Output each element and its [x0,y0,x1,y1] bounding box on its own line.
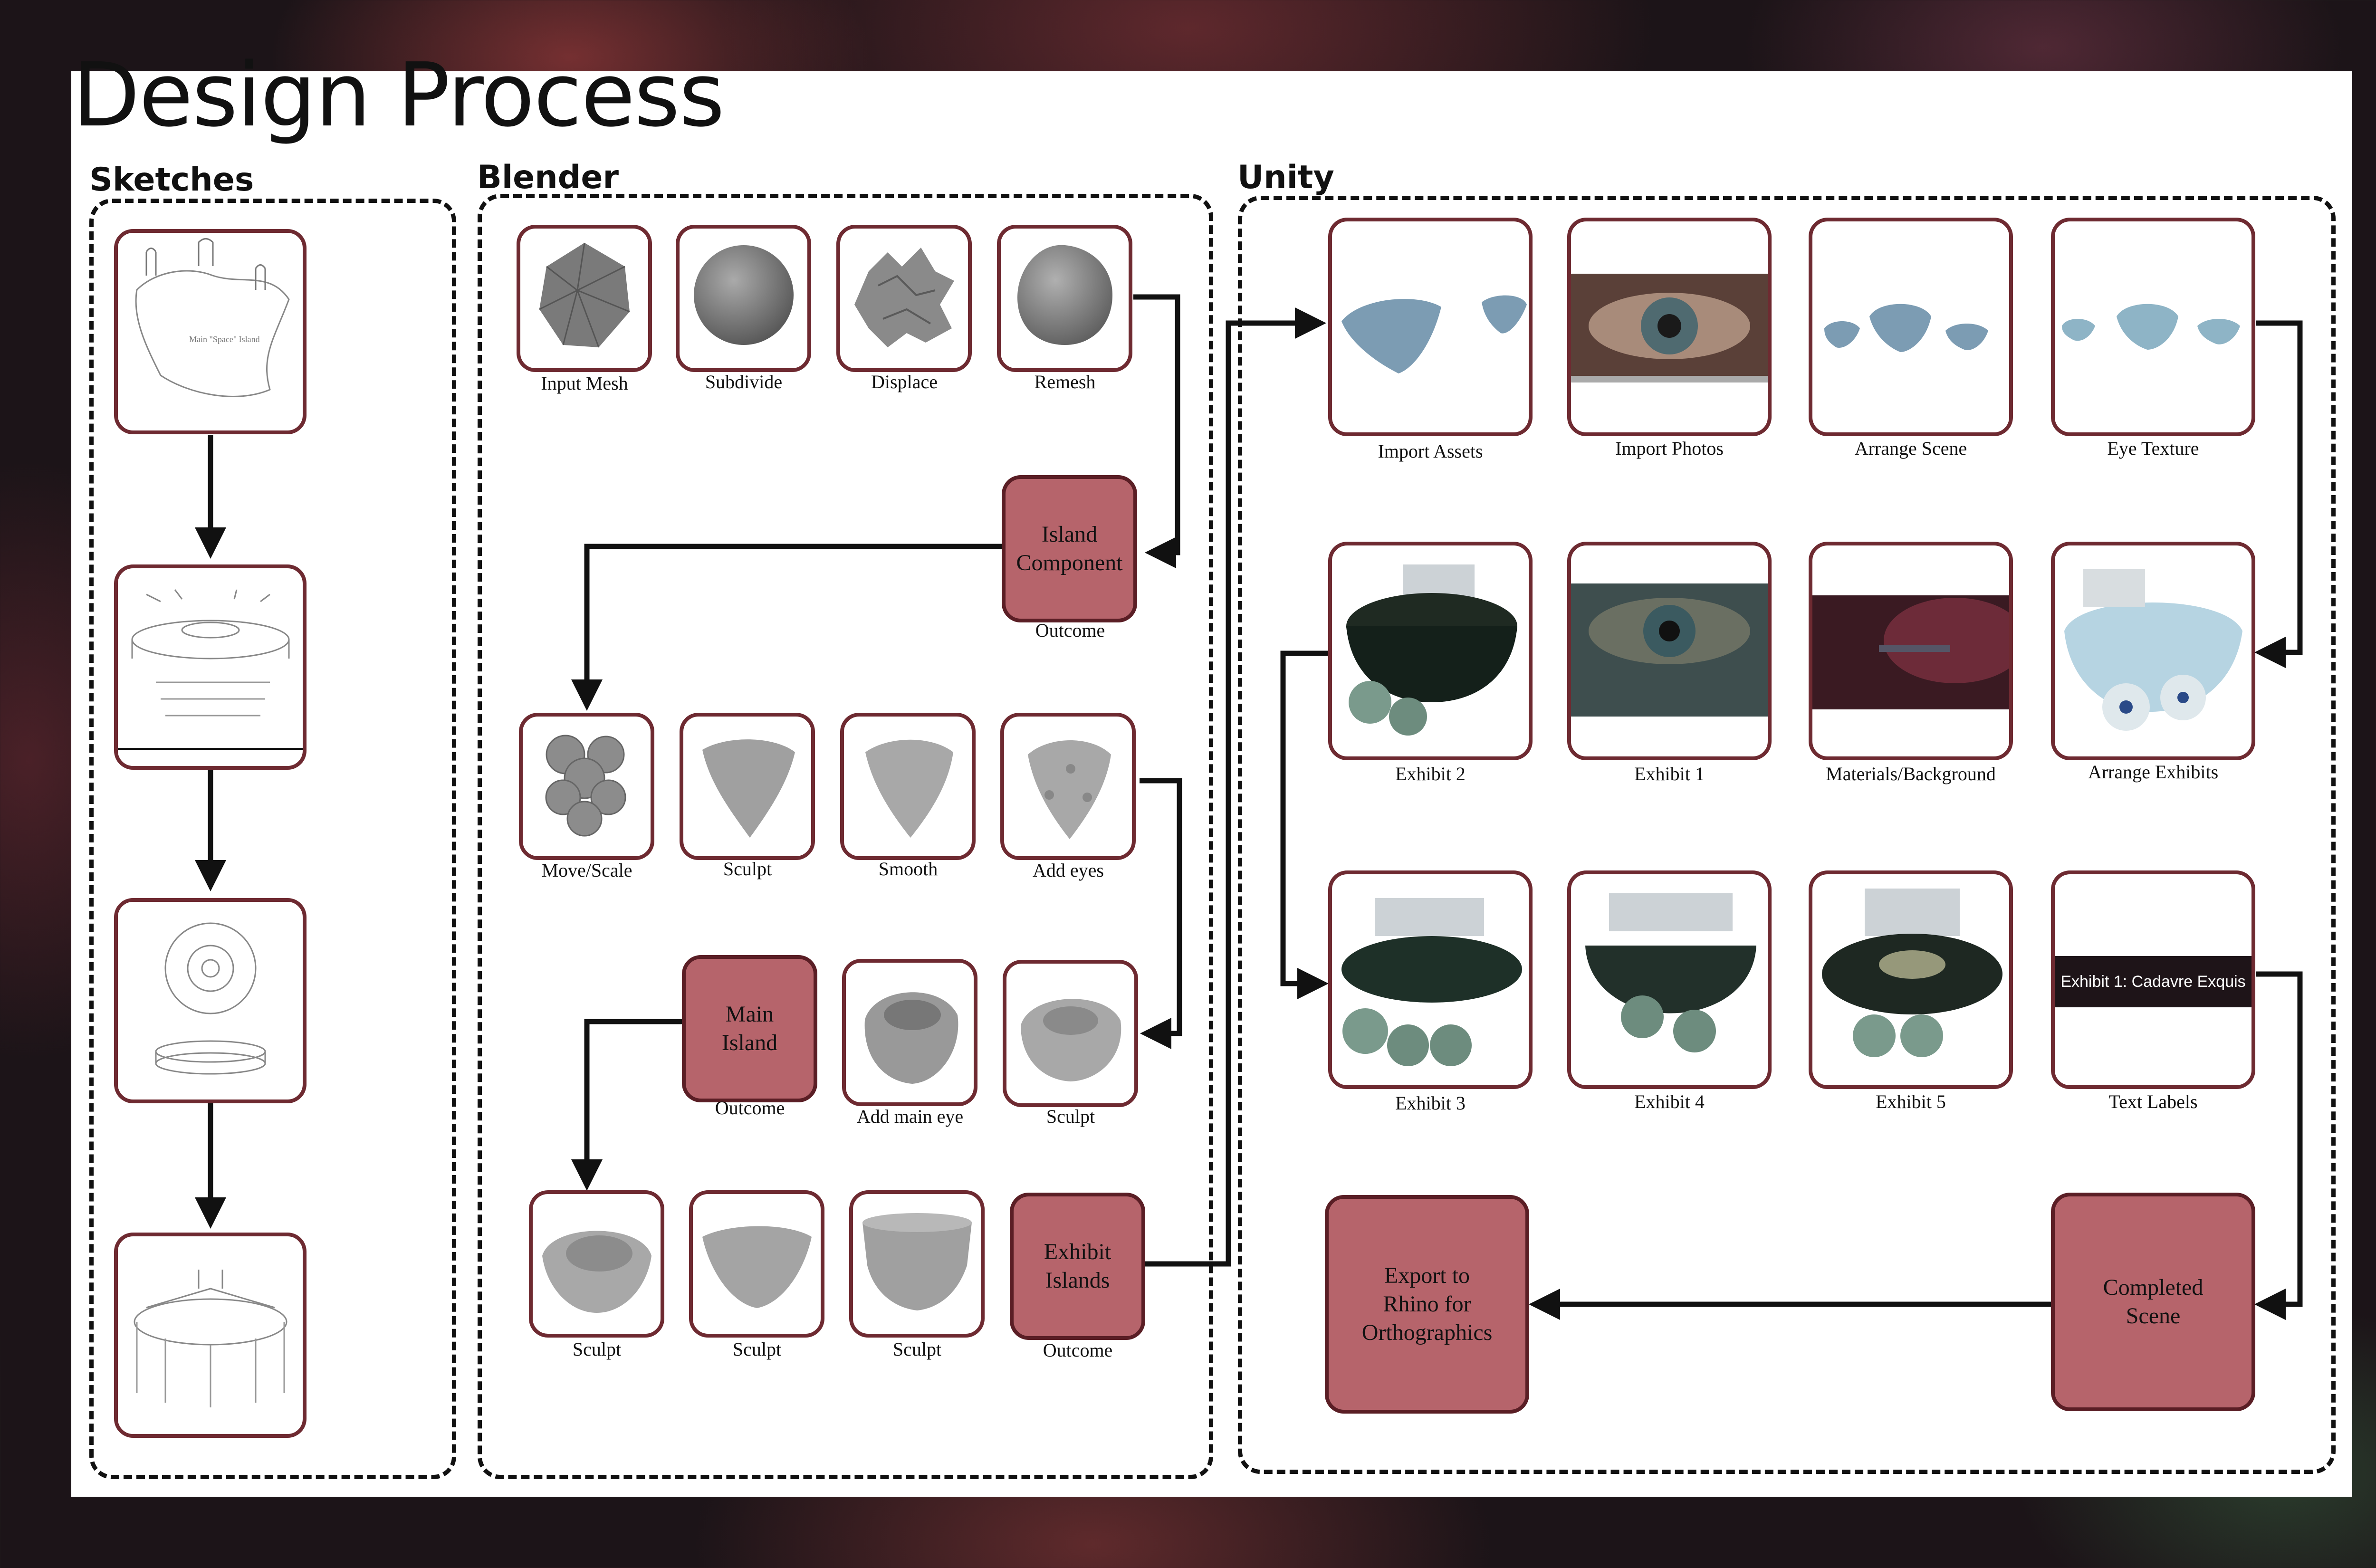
remeshed-sphere-render [1017,245,1112,345]
caption-add-eyes: Add eyes [1033,860,1104,881]
sketches-label: Sketches [86,164,262,196]
sketch-card-1: Main "Space" Island [114,229,307,434]
exhibit-3-render [1341,898,1522,1066]
blender-sculpt-card-row4-2 [689,1190,824,1338]
blender-smooth-card [840,713,976,860]
blender-add-eyes-card [1000,713,1136,860]
sketch-gazebo-drawing [134,1270,287,1407]
icosphere-render [539,242,630,348]
blender-label: Blender [474,162,626,194]
completed-scene-box: Completed Scene [2051,1193,2255,1411]
blender-displace-card [836,225,972,372]
caption-materials-background: Materials/Background [1826,763,1996,784]
caption-smooth: Smooth [878,858,938,880]
caption-sculpt-row4-1: Sculpt [572,1339,622,1360]
caption-arrange-exhibits: Arrange Exhibits [2088,761,2219,783]
caption-exhibit-3: Exhibit 3 [1395,1092,1466,1114]
island-main-eye-render [864,992,958,1084]
caption-add-main-eye: Add main eye [856,1106,964,1127]
unity-import-assets-card [1328,218,1533,436]
imported-islands-render [1341,295,1527,373]
unity-eye-texture-card [2051,218,2255,436]
caption-arrange-scene: Arrange Scene [1854,438,1967,459]
unity-label: Unity [1235,162,1342,194]
main-island-box: Main Island [682,955,817,1102]
caption-subdivide: Subdivide [705,371,783,392]
unity-text-labels-card: Exhibit 1: Cadavre Exquis [2051,870,2255,1089]
sketch-card-3 [114,898,307,1103]
eye-texture-render [2062,304,2240,350]
caption-exhibit-4: Exhibit 4 [1634,1091,1705,1112]
exhibit-4-render [1585,893,1756,1052]
sculpted-island-render [702,739,795,838]
displaced-mesh-render [854,248,954,347]
unity-arrange-scene-card [1809,218,2013,436]
exhibit-islands-box: Exhibit Islands [1010,1193,1145,1340]
space-background-render [1812,595,2009,709]
exhibit-island-render-1 [542,1231,651,1313]
unity-exhibit-3-card [1328,870,1533,1089]
blender-input-mesh-card [517,225,652,372]
sketch-annotation: Main "Space" Island [189,335,260,344]
exhibit-islands-caption: Outcome [1043,1339,1113,1361]
blender-move-scale-card [519,713,654,860]
unity-materials-background-card [1809,542,2013,760]
caption-exhibit-5: Exhibit 5 [1876,1091,1946,1112]
exhibit-5-render [1822,889,2002,1057]
caption-sculpt-row3: Sculpt [1046,1106,1095,1127]
exhibit-island-render-2 [702,1226,812,1308]
caption-sculpt-row2: Sculpt [723,858,772,880]
caption-eye-texture: Eye Texture [2107,438,2199,459]
export-rhino-box: Export to Rhino for Orthographics [1325,1195,1529,1414]
sketch-platform-drawing [118,589,303,750]
blender-sculpt-card-row3 [1003,960,1138,1107]
exhibit-island-render-3 [862,1213,972,1310]
caption-move-scale: Move/Scale [541,860,632,881]
caption-remesh: Remesh [1034,371,1096,392]
caption-input-mesh: Input Mesh [541,373,628,394]
island-component-caption: Outcome [1035,620,1105,641]
main-island-caption: Outcome [715,1097,785,1119]
arranged-scene-render [1824,304,1988,352]
sketch-card-2 [114,564,307,770]
caption-import-assets: Import Assets [1378,440,1483,462]
caption-displace: Displace [871,371,938,392]
smoothed-island-render [865,739,953,838]
sketches-frame [89,199,456,1479]
blender-sculpt-card-1 [680,713,815,860]
exhibit-1-render [1571,583,1768,717]
island-with-eyes-render [1028,740,1111,839]
sketch-island-drawing: Main "Space" Island [135,238,290,397]
caption-import-photos: Import Photos [1615,438,1724,459]
arranged-exhibits-render [2064,569,2242,731]
eye-photo-render [1571,274,1768,382]
unity-arrange-exhibits-card [2051,542,2255,760]
clustered-blobs-render [545,735,626,837]
blender-sculpt-card-row4-3 [849,1190,985,1338]
blender-remesh-card [997,225,1132,372]
page-title: Design Process [72,44,725,146]
sketch-card-4 [114,1233,307,1438]
blender-add-main-eye-card [842,959,977,1106]
unity-exhibit-5-card [1809,870,2013,1089]
caption-exhibit-2: Exhibit 2 [1395,763,1466,784]
caption-sculpt-row4-3: Sculpt [892,1339,942,1360]
subdivided-sphere-render [694,245,794,345]
blender-subdivide-card [676,225,811,372]
unity-exhibit-4-card [1567,870,1772,1089]
sketch-eye-drawing [155,922,266,1075]
unity-import-photos-card [1567,218,1772,436]
refined-island-render [1021,999,1121,1081]
blender-sculpt-card-row4-1 [529,1190,664,1338]
exhibit-2-render [1346,564,1517,736]
unity-exhibit-2-card [1328,542,1533,760]
island-component-box: Island Component [1002,475,1137,622]
text-label-banner: Exhibit 1: Cadavre Exquis [2055,956,2251,1007]
caption-text-labels: Text Labels [2108,1091,2198,1112]
caption-sculpt-row4-2: Sculpt [732,1339,782,1360]
caption-exhibit-1: Exhibit 1 [1634,763,1705,784]
unity-exhibit-1-card [1567,542,1772,760]
